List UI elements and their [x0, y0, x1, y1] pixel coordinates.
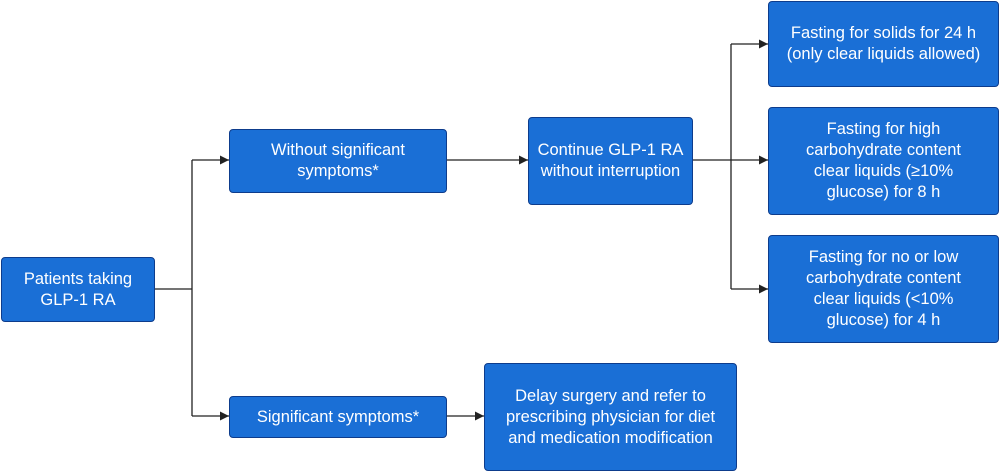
node-without-significant-symptoms: Without significant symptoms* [229, 129, 447, 193]
node-continue-glp1: Continue GLP-1 RA without interruption [528, 117, 693, 205]
node-patients-taking-glp1: Patients taking GLP-1 RA [1, 257, 155, 322]
node-delay-surgery: Delay surgery and refer to prescribing p… [484, 363, 737, 471]
node-fasting-low-carb: Fasting for no or low carbohydrate conte… [768, 235, 999, 343]
node-significant-symptoms: Significant symptoms* [229, 396, 447, 438]
node-fasting-solids: Fasting for solids for 24 h (only clear … [768, 1, 999, 87]
node-fasting-high-carb: Fasting for high carbohydrate content cl… [768, 107, 999, 215]
